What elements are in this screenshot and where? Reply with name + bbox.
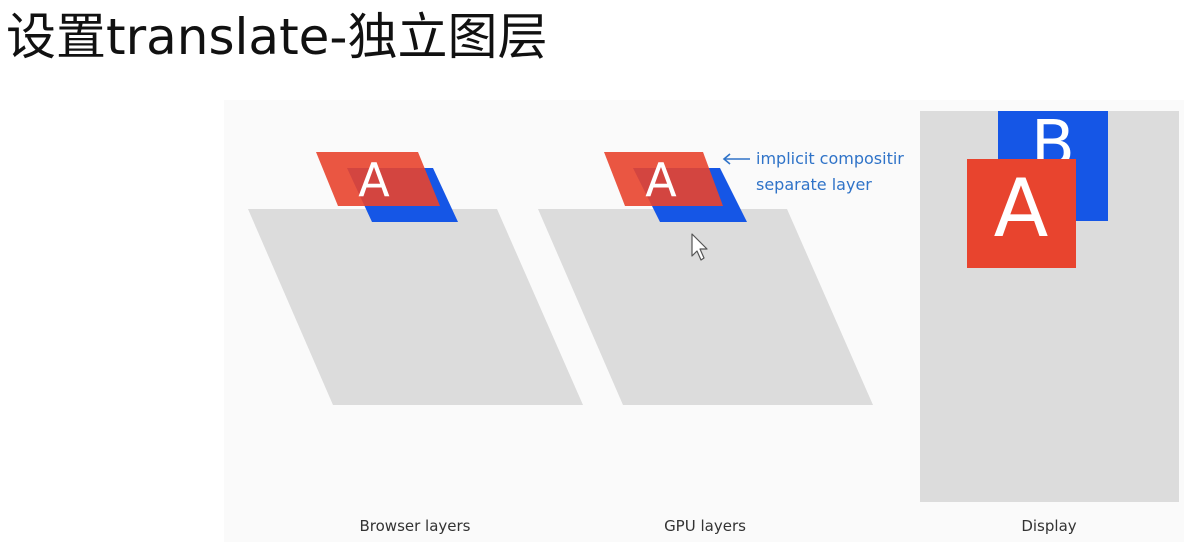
- display-layer-a-letter: A: [994, 162, 1049, 255]
- display-layer-a: A: [967, 159, 1076, 268]
- display-caption: Display: [1021, 517, 1076, 535]
- annotation-line-1: implicit compositir: [756, 149, 904, 168]
- browser-layer-a-letter: A: [358, 153, 390, 207]
- annotation-line-2: separate layer: [756, 175, 872, 194]
- page-title: 设置translate-独立图层: [6, 8, 548, 66]
- gpu-layer-plane: [538, 209, 873, 405]
- mouse-pointer-icon: [691, 233, 708, 261]
- browser-layer-plane: [248, 209, 583, 405]
- gpu-layer-a-letter: A: [645, 153, 677, 207]
- browser-layer-a: A: [316, 152, 440, 207]
- browser-layers-caption: Browser layers: [360, 517, 471, 535]
- left-arrow-icon: [722, 153, 750, 165]
- gpu-layers-caption: GPU layers: [664, 517, 746, 535]
- gpu-layer-a: A: [604, 152, 723, 207]
